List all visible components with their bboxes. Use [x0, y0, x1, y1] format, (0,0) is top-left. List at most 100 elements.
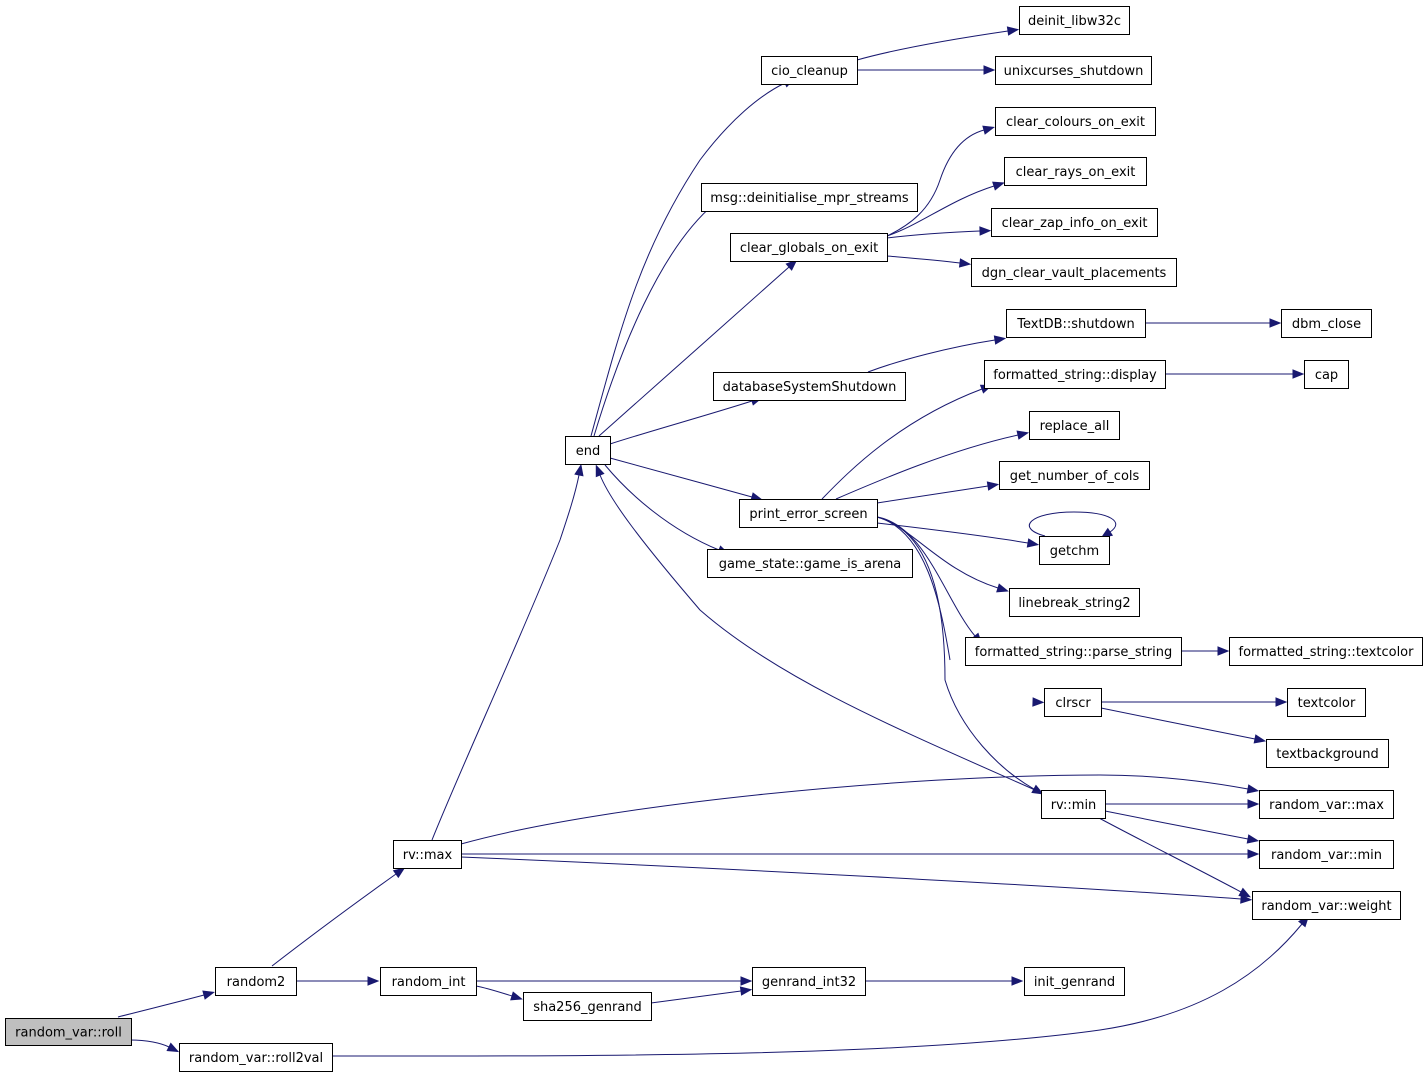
node-label: textbackground: [1276, 747, 1379, 762]
node-fs-textcolor[interactable]: formatted_string::textcolor: [1229, 637, 1423, 666]
node-clear-rays[interactable]: clear_rays_on_exit: [1004, 157, 1147, 186]
node-box: [1006, 309, 1146, 338]
arrowhead: [993, 335, 1007, 345]
arrowhead: [1006, 26, 1020, 36]
node-clear-globals[interactable]: clear_globals_on_exit: [730, 233, 888, 262]
node-random-int[interactable]: random_int: [380, 967, 477, 996]
edge-fs_parse-to-fs_textcolor: [1180, 646, 1230, 656]
edge-line: [886, 230, 981, 239]
node-end[interactable]: end: [565, 436, 611, 465]
node-label: databaseSystemShutdown: [723, 380, 897, 395]
node-rvmin[interactable]: rv::min: [1041, 790, 1106, 819]
node-box: [995, 56, 1152, 85]
node-label: dbm_close: [1292, 317, 1361, 332]
edge-rvmin-to-rv_min: [1104, 810, 1260, 844]
node-label: random_var::roll: [15, 1026, 122, 1041]
node-clear-zap[interactable]: clear_zap_info_on_exit: [991, 208, 1158, 237]
node-random2[interactable]: random2: [215, 967, 297, 996]
node-label: linebreak_string2: [1018, 596, 1130, 611]
node-dgn-clear[interactable]: dgn_clear_vault_placements: [971, 258, 1177, 287]
arrowhead: [979, 226, 992, 236]
node-box: [991, 208, 1158, 237]
arrowhead: [367, 976, 380, 986]
node-init-genrand[interactable]: init_genrand: [1024, 967, 1125, 996]
arrowhead: [1246, 784, 1260, 794]
node-box: [730, 233, 888, 262]
arrowhead: [1246, 834, 1260, 844]
node-box: [984, 360, 1166, 389]
node-label: random_int: [392, 975, 466, 990]
node-deinit-libw32c[interactable]: deinit_libw32c: [1019, 6, 1130, 35]
arrowhead: [1031, 784, 1044, 795]
node-box: [999, 461, 1150, 490]
arrowhead: [992, 181, 1005, 191]
node-label: game_state::game_is_arena: [719, 557, 902, 572]
arrowhead: [982, 125, 995, 135]
node-game-arena[interactable]: game_state::game_is_arena: [707, 549, 913, 578]
node-genrand[interactable]: genrand_int32: [752, 967, 866, 996]
node-box: [1024, 967, 1125, 996]
arrowhead: [1292, 369, 1305, 379]
node-clear-colours[interactable]: clear_colours_on_exit: [995, 107, 1156, 136]
node-msg-deinit[interactable]: msg::deinitialise_mpr_streams: [701, 183, 918, 212]
edge-line: [117, 994, 205, 1018]
node-textbackground[interactable]: textbackground: [1266, 739, 1389, 768]
node-get-cols[interactable]: get_number_of_cols: [999, 461, 1150, 490]
node-box: [971, 258, 1177, 287]
node-label: init_genrand: [1034, 975, 1115, 990]
node-box: [1252, 891, 1401, 920]
node-box: [1019, 6, 1130, 35]
edge-line: [598, 266, 790, 437]
node-unixcurses-shutdown[interactable]: unixcurses_shutdown: [995, 56, 1152, 85]
node-clrscr[interactable]: clrscr: [1044, 688, 1102, 717]
node-fs-display[interactable]: formatted_string::display: [984, 360, 1166, 389]
edge-sha256-to-genrand: [650, 986, 753, 1004]
arrowhead: [510, 991, 523, 1001]
arrowhead: [1269, 318, 1282, 328]
node-cio-cleanup[interactable]: cio_cleanup: [761, 56, 858, 85]
node-roll[interactable]: random_var::roll: [5, 1018, 132, 1046]
edge-getchm-to-getchm: [1029, 511, 1117, 539]
node-print-error[interactable]: print_error_screen: [739, 499, 878, 528]
node-dbm-close[interactable]: dbm_close: [1281, 309, 1372, 338]
edge-line: [886, 255, 961, 264]
node-getchm[interactable]: getchm: [1039, 536, 1110, 565]
node-label: random_var::min: [1271, 848, 1382, 863]
arrowhead: [1026, 538, 1040, 548]
node-dbss[interactable]: databaseSystemShutdown: [713, 372, 906, 401]
node-box: [739, 499, 878, 528]
edge-cio_cleanup-to-deinit_libw32c: [856, 26, 1020, 61]
node-box: [995, 107, 1156, 136]
edge-clear_globals-to-clear_rays: [886, 181, 1005, 237]
node-roll2val[interactable]: random_var::roll2val: [179, 1043, 333, 1072]
node-replace-all[interactable]: replace_all: [1029, 411, 1120, 440]
edge-genrand-to-init_genrand: [865, 976, 1024, 986]
node-rv-max[interactable]: random_var::max: [1259, 790, 1394, 819]
arrowhead: [1253, 734, 1267, 744]
node-rv-min[interactable]: random_var::min: [1259, 840, 1394, 869]
node-label: unixcurses_shutdown: [1004, 64, 1144, 79]
arrowhead: [986, 481, 1000, 491]
edge-print_error-to-get_cols: [876, 481, 1000, 504]
node-fs-parse[interactable]: formatted_string::parse_string: [965, 637, 1182, 666]
node-rv-weight[interactable]: random_var::weight: [1252, 891, 1401, 920]
node-textdb-shutdown[interactable]: TextDB::shutdown: [1006, 309, 1146, 338]
node-cap[interactable]: cap: [1304, 360, 1349, 389]
edge-print_error-to-fs_parse: [876, 516, 983, 645]
arrowhead: [1217, 646, 1230, 656]
edge-line: [650, 990, 742, 1004]
edge-line: [271, 873, 397, 967]
edge-line: [876, 516, 1035, 790]
node-textcolor[interactable]: textcolor: [1287, 688, 1366, 717]
node-box: [752, 967, 866, 996]
node-label: get_number_of_cols: [1010, 469, 1140, 484]
node-label: deinit_libw32c: [1028, 14, 1121, 29]
edge-rvmax-to-rv_min: [461, 849, 1260, 859]
node-label: msg::deinitialise_mpr_streams: [710, 191, 909, 206]
edge-cio_cleanup-to-unixcurses_shutdown: [857, 65, 996, 75]
node-sha256[interactable]: sha256_genrand: [523, 992, 652, 1021]
edge-line: [886, 129, 985, 237]
node-linebreak[interactable]: linebreak_string2: [1009, 588, 1140, 617]
node-rvmax[interactable]: rv::max: [393, 840, 462, 869]
edge-textdb_shutdown-to-dbm_close: [1145, 318, 1282, 328]
